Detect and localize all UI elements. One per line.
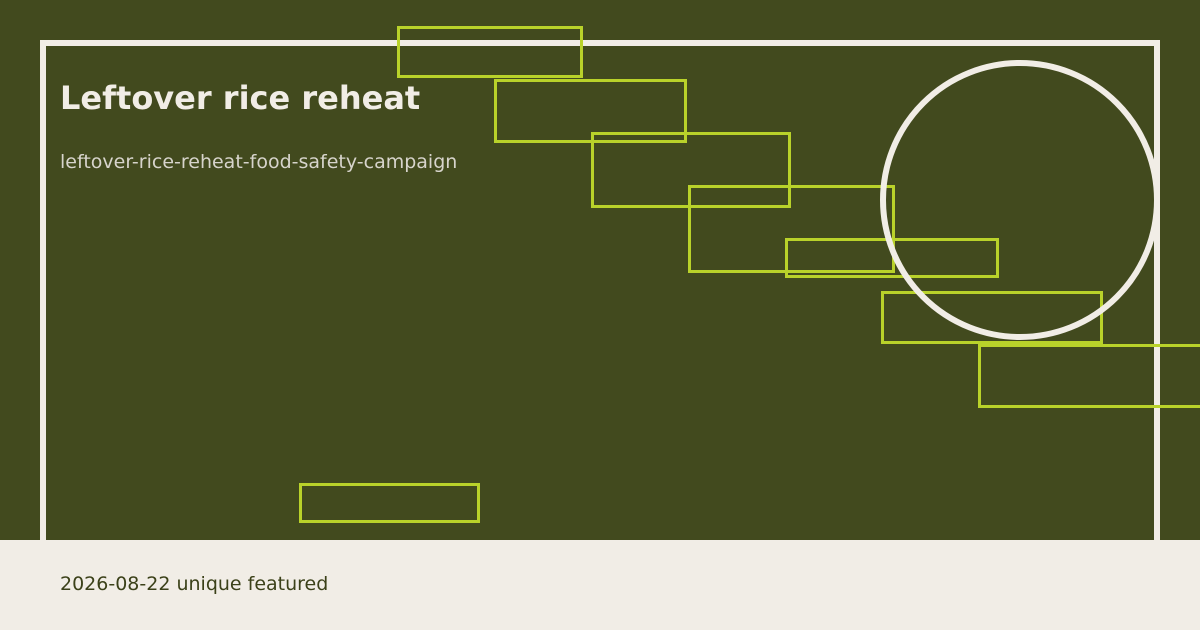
slug-text: leftover-rice-reheat-food-safety-campaig… <box>60 151 458 173</box>
decorative-rectangle <box>397 26 583 78</box>
frame-border <box>40 40 1160 540</box>
decorative-rectangle <box>591 132 791 208</box>
decorative-rectangle <box>299 483 480 523</box>
hero-panel: Leftover rice reheat leftover-rice-rehea… <box>0 0 1200 540</box>
decorative-rectangle <box>494 79 687 143</box>
decorative-rectangle <box>978 344 1200 408</box>
page-title: Leftover rice reheat <box>60 79 421 117</box>
footer-meta: 2026-08-22 unique featured <box>60 573 329 595</box>
footer-band <box>0 540 1200 630</box>
decorative-circle <box>880 60 1160 340</box>
